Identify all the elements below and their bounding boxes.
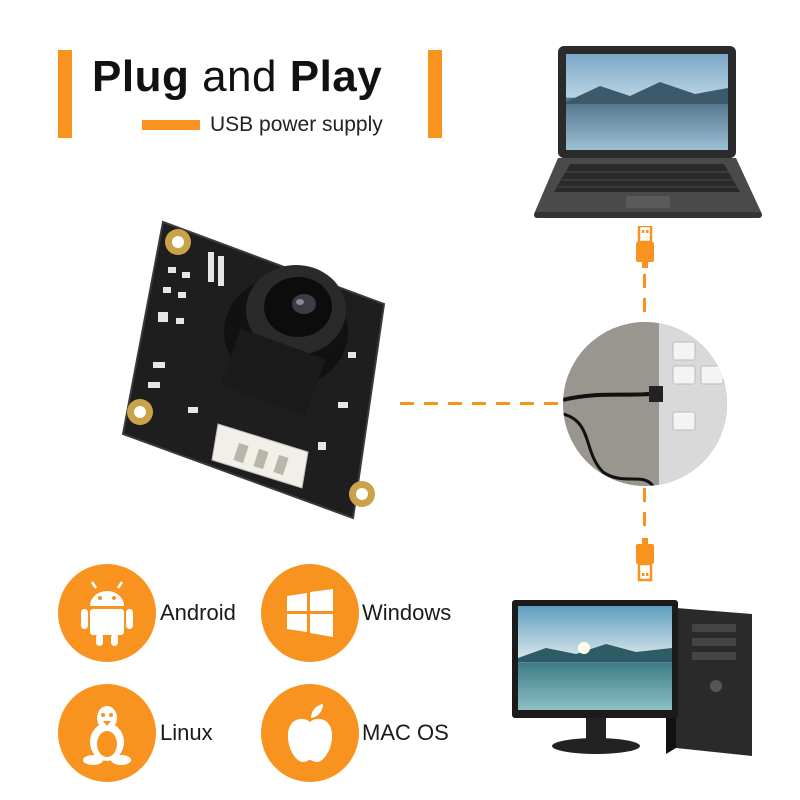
title-and: and — [202, 52, 277, 101]
connector-vertical-bottom — [643, 488, 646, 536]
title-play: Play — [289, 52, 383, 101]
os-label-linux: Linux — [160, 720, 213, 745]
android-icon — [81, 581, 133, 646]
desktop-pc-icon — [512, 600, 752, 756]
page-subtitle: USB power supply — [210, 113, 383, 136]
title-plug: Plug — [92, 52, 190, 101]
os-label-windows: Windows — [362, 600, 452, 625]
os-label-android: Android — [160, 600, 236, 625]
camera-module-photo — [121, 220, 386, 520]
usb-plug-bottom-icon — [636, 538, 654, 582]
usb-plug-top-icon — [636, 226, 654, 268]
apple-icon — [287, 704, 333, 762]
linux-tux-icon — [83, 706, 131, 765]
laptop-icon — [534, 46, 762, 218]
linux-badge — [58, 684, 156, 782]
page-title: Plug and Play — [92, 52, 422, 102]
os-label-macos: MAC OS — [362, 720, 449, 745]
header-left-bracket — [58, 50, 72, 138]
connector-horizontal — [400, 402, 562, 405]
connector-vertical-top — [643, 274, 646, 320]
windows-icon — [287, 589, 333, 637]
macos-badge — [261, 684, 359, 782]
windows-badge — [261, 564, 359, 662]
subtitle-dash — [142, 120, 200, 130]
android-badge — [58, 564, 156, 662]
header-right-bracket — [428, 50, 442, 138]
usb-cable-closeup-photo — [563, 322, 727, 486]
